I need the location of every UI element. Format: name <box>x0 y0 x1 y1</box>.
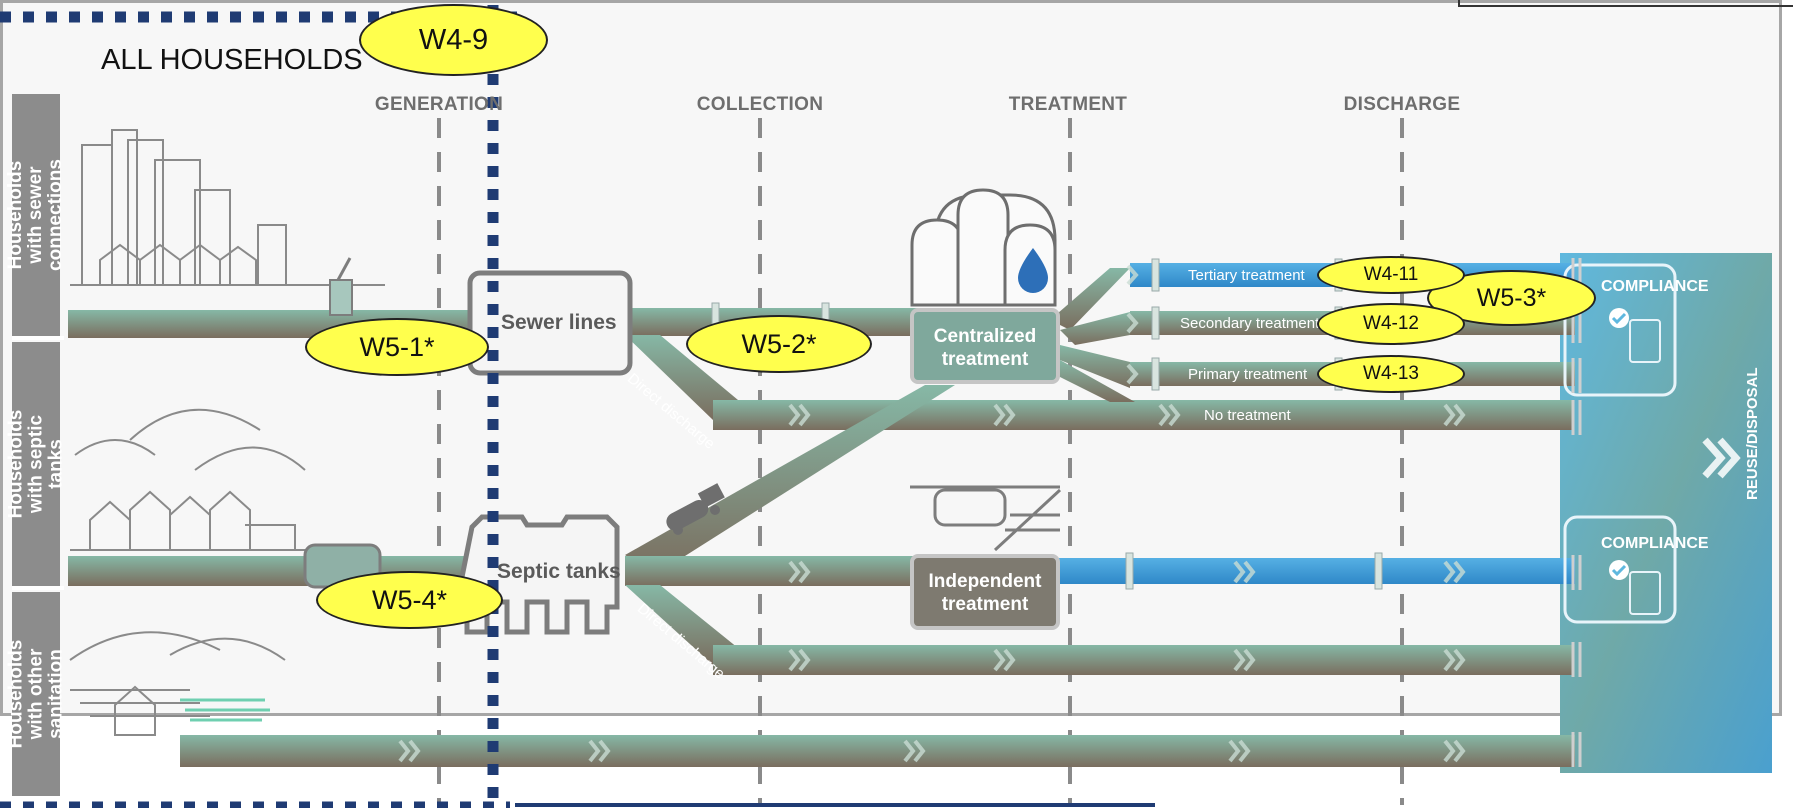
top-right-box <box>1458 0 1793 7</box>
row-label-septic: Households with septic tanks <box>5 342 66 586</box>
centralized-box <box>910 308 1060 384</box>
stage-treatment: TREATMENT <box>1008 94 1128 115</box>
outlet-icons <box>1571 258 1582 767</box>
stage-collection: COLLECTION <box>696 94 824 115</box>
direct-discharge-pipe-2 <box>713 645 1573 675</box>
independent-label: Independent treatment <box>928 571 1042 615</box>
centralized-label: Centralized treatment <box>933 326 1037 370</box>
village-houses-icon <box>70 408 380 551</box>
secondary-label: Secondary treatment <box>1180 315 1320 332</box>
annotation-w4-11: W4-11 <box>1317 256 1465 294</box>
independent-outflow-pipe <box>1055 558 1575 584</box>
tertiary-label: Tertiary treatment <box>1188 267 1305 284</box>
compliance-label-2: COMPLIANCE <box>1601 535 1709 552</box>
compliance-box-1 <box>1563 263 1677 397</box>
page-title: ALL HOUSEHOLDS <box>101 44 363 76</box>
diagram-frame <box>0 0 1782 716</box>
direct-discharge-diag-2 <box>625 585 738 665</box>
no-treatment-label: No treatment <box>1204 407 1291 424</box>
row-label-other: Households with other sanitation <box>5 592 66 796</box>
sewer-connection-icon <box>329 257 353 316</box>
direct-discharge-diag-1 <box>625 335 738 420</box>
clipboard-icon-1 <box>1629 319 1661 363</box>
compliance-label-1: COMPLIANCE <box>1601 278 1709 295</box>
septic-tanks-shape <box>453 514 620 635</box>
compliance-box-2 <box>1563 515 1677 624</box>
primary-label: Primary treatment <box>1188 366 1308 383</box>
annotation-w5-4: W5-4* <box>316 571 503 629</box>
reuse-chevron-icon <box>1702 437 1741 479</box>
annotation-w4-12: W4-12 <box>1317 303 1465 345</box>
independent-box <box>910 554 1060 630</box>
other-sanitation-pipe <box>180 735 1575 767</box>
reuse-water-panel <box>1560 253 1772 773</box>
sewer-lines-label: Sewer lines <box>501 311 617 334</box>
green-field-lines <box>180 698 270 722</box>
septic-to-central-diag <box>625 385 955 575</box>
independent-treatment-icon <box>910 485 1062 552</box>
water-drop-icon <box>1018 248 1048 293</box>
stage-generation: GENERATION <box>374 94 504 115</box>
annotation-w5-1: W5-1* <box>305 318 489 376</box>
septic-to-independent-pipe <box>625 556 915 586</box>
truck-icon <box>666 483 725 535</box>
top-dashed-line <box>0 11 520 23</box>
septic-tanks-label: Septic tanks <box>497 560 621 583</box>
annotation-w4-13: W4-13 <box>1317 355 1465 393</box>
clipboard-icon-2 <box>1629 571 1661 615</box>
annotation-w4-9: W4-9 <box>359 4 548 76</box>
annotation-w5-2: W5-2* <box>686 315 872 373</box>
no-treatment-pipe <box>713 400 1573 430</box>
rural-scene-icon <box>69 631 286 736</box>
city-buildings-icon <box>70 129 385 286</box>
row-label-sewer: Households with sewer connections <box>5 94 66 336</box>
sewer-lines-box <box>467 270 633 376</box>
stage-discharge: DISCHARGE <box>1343 94 1461 115</box>
